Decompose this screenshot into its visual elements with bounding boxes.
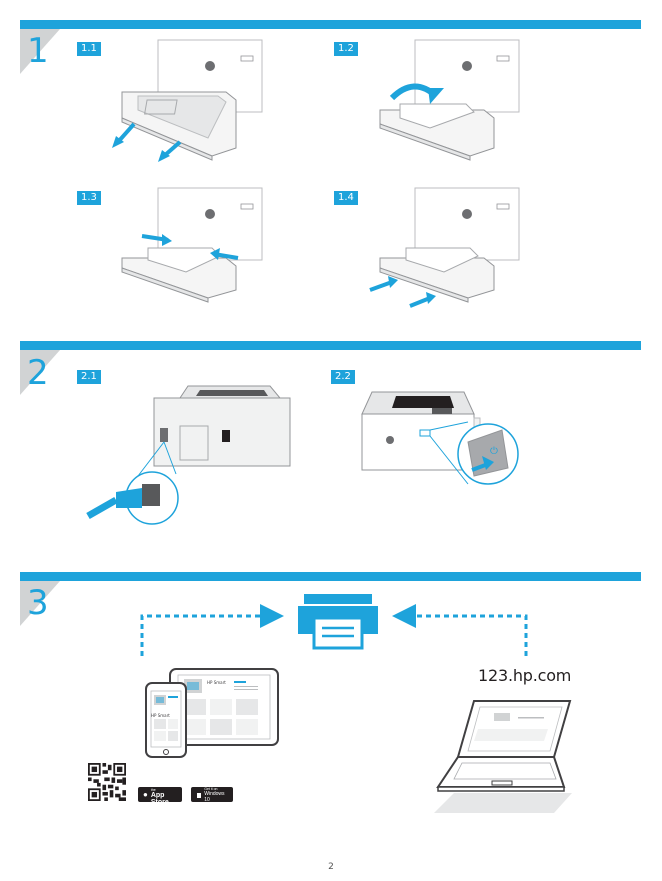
section-1-bar [20,20,641,29]
section-3-number: 3 [27,583,49,623]
step-label-1-2: 1.2 [334,42,358,56]
app-store-badge[interactable]: ● Download on the App Store [138,783,182,806]
windows-store-badge[interactable]: Get it on Windows 10 [191,786,233,803]
laptop-illustration [434,700,572,813]
page-number: 2 [328,862,334,872]
qr-code [88,763,126,801]
section-1-corner [20,29,60,74]
section-2-corner [20,350,60,395]
connection-diagram [140,594,528,656]
section-2-bar [20,341,641,350]
app-store-small-text: Download on the [150,783,172,792]
app-store-large-text: App Store [150,791,169,806]
step-label-2-1: 2.1 [77,370,101,384]
step-label-2-2: 2.2 [331,370,355,384]
tablet-app-name: HP Smart [207,680,226,685]
load-paper-illustration [379,39,520,161]
windows-large-text: Windows 10 [204,790,225,803]
step-label-1-4: 1.4 [334,191,358,205]
power-button-illustration: ⏻ [361,391,519,485]
power-symbol: ⏻ [490,446,498,457]
tray-pull-out-illustration [112,39,263,162]
windows-icon [196,791,202,798]
step-label-1-3: 1.3 [77,191,101,205]
section-3-corner [20,581,60,626]
section-2-number: 2 [27,353,49,393]
power-cord-illustration [86,385,291,525]
step-label-1-1: 1.1 [77,42,101,56]
phone-app-name: HP Smart [151,713,170,718]
close-tray-illustration [369,187,520,308]
printer-icon [298,594,378,650]
section-3-bar [20,572,641,581]
setup-url[interactable]: 123.hp.com [478,666,572,685]
windows-small-text: Get it on [204,786,218,791]
section-1-number: 1 [27,31,49,71]
apple-icon: ● [143,789,148,799]
adjust-guides-illustration [121,187,263,303]
tablet-phone-illustration [145,668,279,758]
